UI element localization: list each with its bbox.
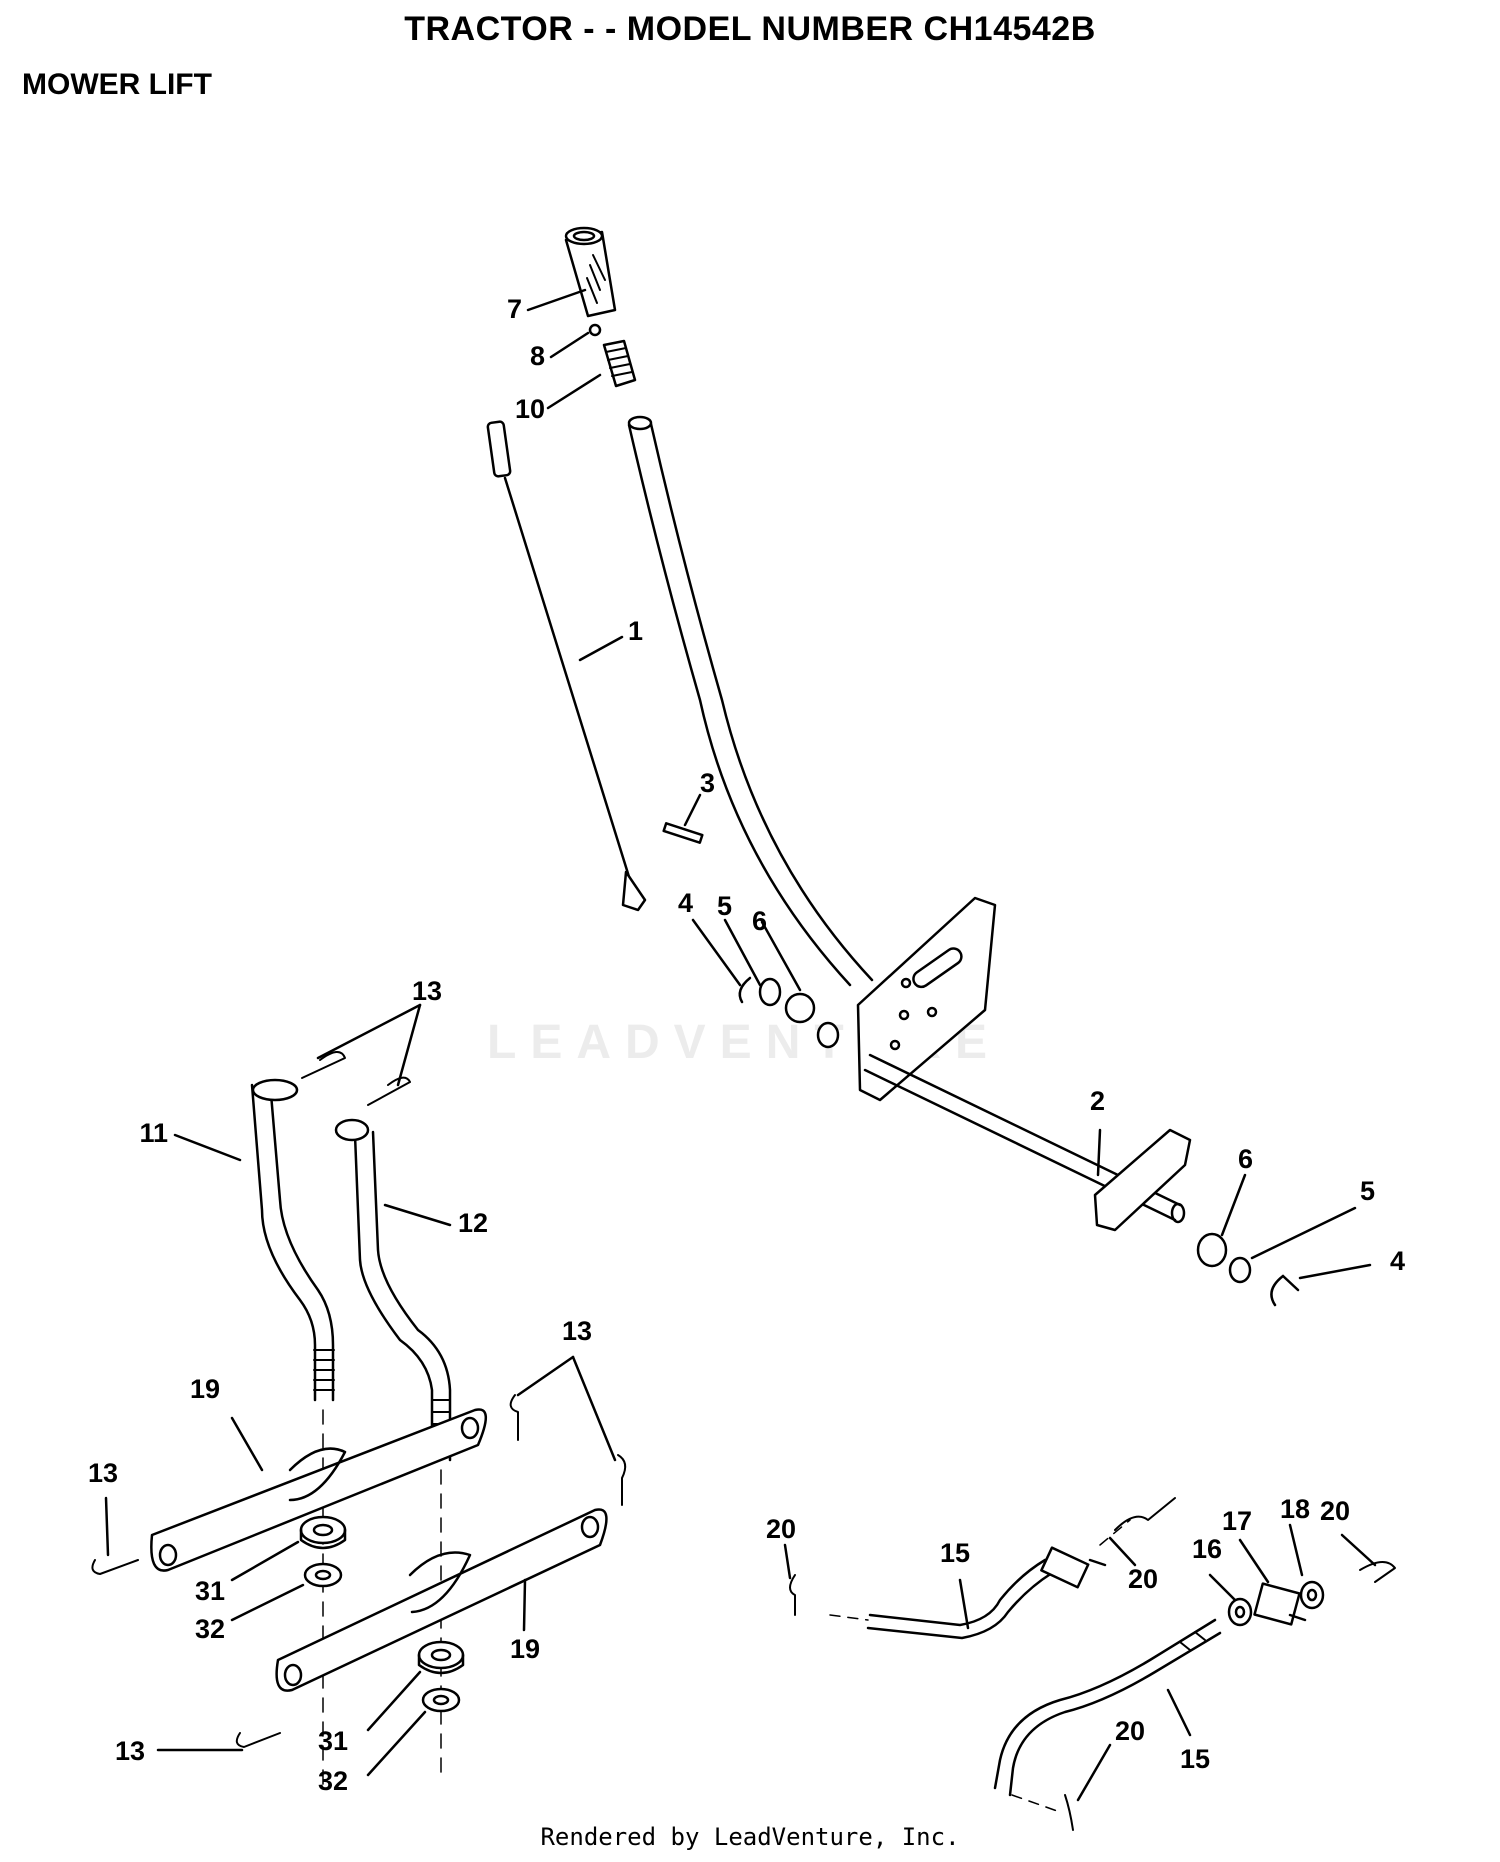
callout-32-upper: 32 bbox=[195, 1614, 225, 1644]
callout-4-upper: 4 bbox=[678, 888, 693, 918]
callout-11: 11 bbox=[139, 1118, 168, 1148]
callout-13-mid: 13 bbox=[562, 1316, 592, 1346]
hairpin-part-20-a bbox=[789, 1574, 796, 1616]
callout-8: 8 bbox=[530, 341, 545, 371]
callout-5-lower: 5 bbox=[1360, 1176, 1375, 1206]
lift-link-part-12 bbox=[334, 1118, 452, 1462]
hairpin-part-13-a bbox=[301, 1051, 346, 1079]
callout-19-lower: 19 bbox=[510, 1634, 540, 1664]
clip-part-4-lower bbox=[1270, 1274, 1300, 1307]
block-part-17 bbox=[1253, 1582, 1307, 1626]
callout-16: 16 bbox=[1192, 1534, 1222, 1564]
clip-part-4-upper bbox=[738, 976, 752, 1004]
bushing-part-31-lower bbox=[417, 1640, 465, 1675]
washer-part-5-upper bbox=[758, 977, 782, 1007]
bushing-part-6-lower bbox=[1196, 1232, 1228, 1268]
bushing-part-6-upper bbox=[784, 992, 840, 1049]
callout-15-upper: 15 bbox=[940, 1538, 970, 1568]
callout-13-top: 13 bbox=[412, 976, 442, 1006]
callout-32-lower: 32 bbox=[318, 1766, 348, 1796]
callout-4-lower: 4 bbox=[1390, 1246, 1405, 1276]
footer-credit: Rendered by LeadVenture, Inc. bbox=[540, 1823, 960, 1851]
callout-10: 10 bbox=[515, 394, 545, 424]
nut-part-32-upper bbox=[303, 1562, 343, 1588]
callout-31-lower: 31 bbox=[318, 1726, 348, 1756]
callout-5-upper: 5 bbox=[717, 891, 732, 921]
hairpin-part-20-d bbox=[1064, 1794, 1074, 1831]
callout-20-mid: 20 bbox=[1128, 1564, 1158, 1594]
callout-13-bottom: 13 bbox=[115, 1736, 145, 1766]
callout-2: 2 bbox=[1090, 1086, 1105, 1116]
callout-13-left: 13 bbox=[88, 1458, 118, 1488]
rod-part-15-lower bbox=[993, 1618, 1222, 1797]
rod-part-1 bbox=[486, 420, 647, 912]
callout-6-lower: 6 bbox=[1238, 1144, 1253, 1174]
lift-arm-part-19-lower bbox=[275, 1508, 608, 1692]
callout-19-upper: 19 bbox=[190, 1374, 220, 1404]
callout-6-upper: 6 bbox=[752, 906, 767, 936]
callout-12: 12 bbox=[458, 1208, 488, 1238]
bushing-part-18 bbox=[1299, 1580, 1325, 1610]
page-title: TRACTOR - - MODEL NUMBER CH14542B bbox=[404, 10, 1096, 48]
lift-link-part-11 bbox=[250, 1078, 335, 1402]
callout-1: 1 bbox=[628, 616, 643, 646]
hairpin-part-13-c bbox=[509, 1394, 519, 1441]
callout-31-upper: 31 bbox=[195, 1576, 225, 1606]
callout-7: 7 bbox=[507, 294, 522, 324]
hairpin-part-20-b bbox=[1114, 1497, 1176, 1531]
ball-part-8 bbox=[588, 323, 602, 337]
pin-part-3 bbox=[662, 822, 704, 844]
hairpin-part-13-f bbox=[235, 1732, 281, 1748]
nut-part-32-lower bbox=[421, 1687, 461, 1713]
callout-3: 3 bbox=[700, 768, 715, 798]
rod-part-15-upper bbox=[866, 1546, 1107, 1640]
callout-20-right: 20 bbox=[1320, 1496, 1350, 1526]
hairpin-part-13-d bbox=[617, 1454, 627, 1506]
bushing-part-31-upper bbox=[299, 1515, 347, 1550]
section-title: MOWER LIFT bbox=[22, 68, 212, 101]
hairpin-part-13-b bbox=[367, 1076, 411, 1106]
lift-handle-part-2 bbox=[627, 415, 1192, 1232]
grip-part-7 bbox=[564, 226, 617, 318]
lift-arm-part-19-upper bbox=[150, 1408, 487, 1572]
hairpin-part-20-c bbox=[1359, 1561, 1396, 1583]
callout-17: 17 bbox=[1222, 1506, 1252, 1536]
nut-part-16 bbox=[1227, 1597, 1253, 1627]
callout-20-bottom: 20 bbox=[1115, 1716, 1145, 1746]
washer-part-5-lower bbox=[1228, 1256, 1252, 1284]
callout-18: 18 bbox=[1280, 1494, 1310, 1524]
callout-20-left: 20 bbox=[766, 1514, 796, 1544]
spring-part-10 bbox=[602, 339, 637, 388]
hairpin-part-13-e bbox=[91, 1559, 139, 1575]
callout-15-lower: 15 bbox=[1180, 1744, 1210, 1774]
